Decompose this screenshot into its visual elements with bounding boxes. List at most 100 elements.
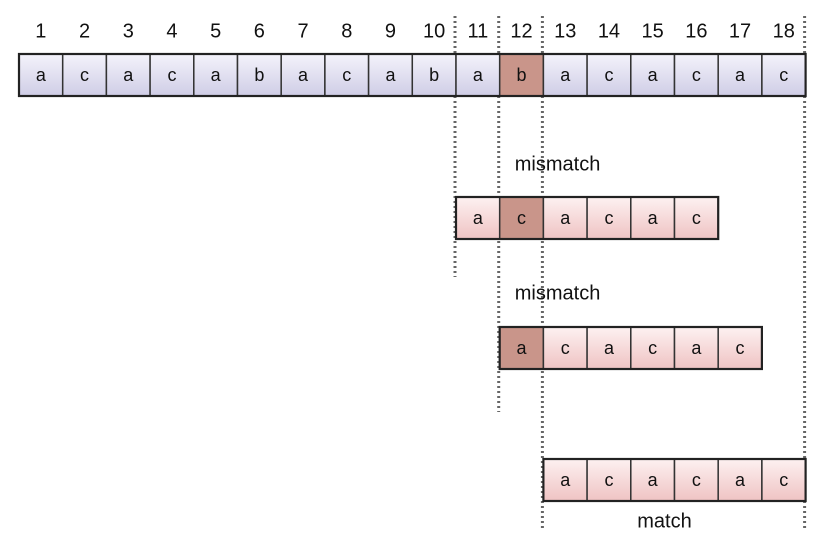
text-cell-char: a (123, 65, 134, 85)
text-cell-char: c (604, 65, 613, 85)
text-cell: a (18, 53, 64, 97)
pattern-cell: a (542, 458, 588, 502)
pattern-cell-char: c (517, 208, 526, 228)
text-cell-char: c (692, 65, 701, 85)
position-label: 5 (210, 20, 221, 42)
text-cell-char: a (211, 65, 222, 85)
position-label: 15 (642, 20, 664, 42)
pattern-cell-char: a (560, 470, 571, 490)
pattern-cell-char: a (473, 208, 484, 228)
text-cell: a (280, 53, 326, 97)
position-label: 9 (385, 20, 396, 42)
position-label: 17 (729, 20, 751, 42)
text-cell: c (324, 53, 370, 97)
pattern-cell-char: c (779, 470, 788, 490)
pattern-cell-char: a (517, 338, 528, 358)
text-cell-char: a (36, 65, 47, 85)
pattern-row-border (454, 195, 720, 241)
pattern-cell-char: a (691, 338, 702, 358)
pattern-cell: c (498, 196, 545, 240)
text-cell-box (149, 53, 195, 97)
text-cell: b (498, 53, 545, 97)
text-cell: c (673, 53, 719, 97)
pattern-cell: c (717, 326, 763, 370)
pattern-cell: a (586, 326, 632, 370)
pattern-cell: a (717, 458, 763, 502)
text-cell: a (455, 53, 501, 97)
text-cell-char: a (560, 65, 571, 85)
text-cell: a (193, 53, 239, 97)
text-cell-char: c (80, 65, 89, 85)
pattern-cell: c (673, 196, 719, 240)
pattern-row: a c a c a c mismatch (498, 282, 764, 371)
text-cell-char: a (473, 65, 484, 85)
pattern-cell-char: c (604, 208, 613, 228)
pattern-cell-char: a (648, 208, 659, 228)
pattern-cell-box (542, 196, 588, 240)
pattern-cell-char: c (692, 208, 701, 228)
pattern-cell: a (630, 196, 676, 240)
text-cell-char: c (779, 65, 788, 85)
text-cell-char: c (167, 65, 176, 85)
pattern-cell-char: c (736, 338, 745, 358)
position-label: 1 (35, 20, 46, 42)
text-cell-box (586, 53, 632, 97)
text-cell-char: a (298, 65, 309, 85)
pattern-cell-char: c (561, 338, 570, 358)
position-label: 7 (297, 20, 308, 42)
pattern-cell: c (630, 326, 676, 370)
position-label: 8 (341, 20, 352, 42)
text-cell: a (542, 53, 588, 97)
text-row-border (17, 52, 807, 98)
pattern-cell-char: c (692, 470, 701, 490)
position-label: 10 (423, 20, 445, 42)
pattern-cell: a (455, 196, 501, 240)
mismatch-label: mismatch (515, 153, 601, 175)
position-label: 18 (773, 20, 795, 42)
pattern-cell-char: a (735, 470, 746, 490)
position-label: 13 (554, 20, 576, 42)
pattern-cell: c (761, 458, 807, 502)
position-label: 4 (166, 20, 177, 42)
text-cell-char: b (254, 65, 264, 85)
pattern-row-border (498, 325, 764, 371)
position-label: 3 (123, 20, 134, 42)
pattern-cell: a (542, 196, 588, 240)
pattern-cell-char: c (648, 338, 657, 358)
text-cell: c (149, 53, 195, 97)
pattern-cell: a (673, 326, 719, 370)
pattern-cell: c (542, 326, 588, 370)
position-label: 2 (79, 20, 90, 42)
pattern-cell: c (673, 458, 719, 502)
match-label: match (637, 510, 691, 532)
text-cell-char: c (342, 65, 351, 85)
text-cell: b (411, 53, 457, 97)
pattern-row-border (542, 457, 807, 503)
text-cell-box (236, 53, 282, 97)
pattern-cell-box (586, 458, 632, 502)
text-cell-box (630, 53, 676, 97)
pattern-cell: c (586, 458, 632, 502)
pattern-cell: a (630, 458, 676, 502)
pattern-cell: c (586, 196, 632, 240)
text-cell: b (236, 53, 282, 97)
text-cell: c (761, 53, 807, 97)
text-cell: a (717, 53, 763, 97)
pattern-cell-char: c (604, 470, 613, 490)
text-cell: a (367, 53, 414, 97)
text-cell-char: a (648, 65, 659, 85)
mismatch-label: mismatch (515, 282, 601, 304)
pattern-cell-char: a (604, 338, 615, 358)
position-label: 14 (598, 20, 620, 42)
position-label: 12 (510, 20, 532, 42)
position-label: 16 (685, 20, 707, 42)
text-cell-char: b (517, 65, 527, 85)
text-cell: a (630, 53, 676, 97)
pattern-cell-box (455, 196, 501, 240)
text-cell-box (717, 53, 763, 97)
